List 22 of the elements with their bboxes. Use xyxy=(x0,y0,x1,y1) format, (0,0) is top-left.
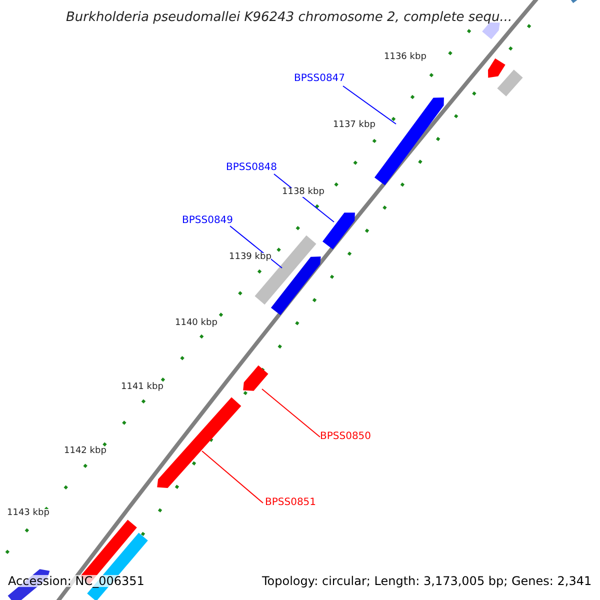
gene-feature xyxy=(243,365,268,391)
gene-label: BPSS0849 xyxy=(182,216,234,226)
gene-feature xyxy=(374,98,444,186)
scale-label: 1139 kbp xyxy=(229,253,272,262)
gene-bar xyxy=(254,235,316,305)
leader-line xyxy=(342,86,396,124)
scale-label: 1136 kbp xyxy=(384,53,426,62)
leader-line xyxy=(230,226,282,268)
gene-feature xyxy=(322,212,355,250)
leader-line xyxy=(202,450,264,504)
gene-label: BPSS0848 xyxy=(226,163,278,173)
title: Burkholderia pseudomallei K96243 chromosome 2, complete sequ... xyxy=(66,11,512,24)
leader-line xyxy=(262,388,320,438)
gene-label: BPSS0851 xyxy=(265,498,316,508)
summary-text: Topology: circular; Length: 3,173,005 bp; Genes: 2,341 xyxy=(262,575,592,587)
gene-label: BPSS0850 xyxy=(320,432,372,442)
gene-label: BPSS0847 xyxy=(294,74,346,84)
scale-label: 1140 kbp xyxy=(175,319,218,328)
scale-label: 1142 kbp xyxy=(64,447,106,456)
gene-feature xyxy=(157,397,242,488)
accession-text: Accession: NC_006351 xyxy=(8,575,144,587)
scale-label: 1143 kbp xyxy=(7,509,50,518)
